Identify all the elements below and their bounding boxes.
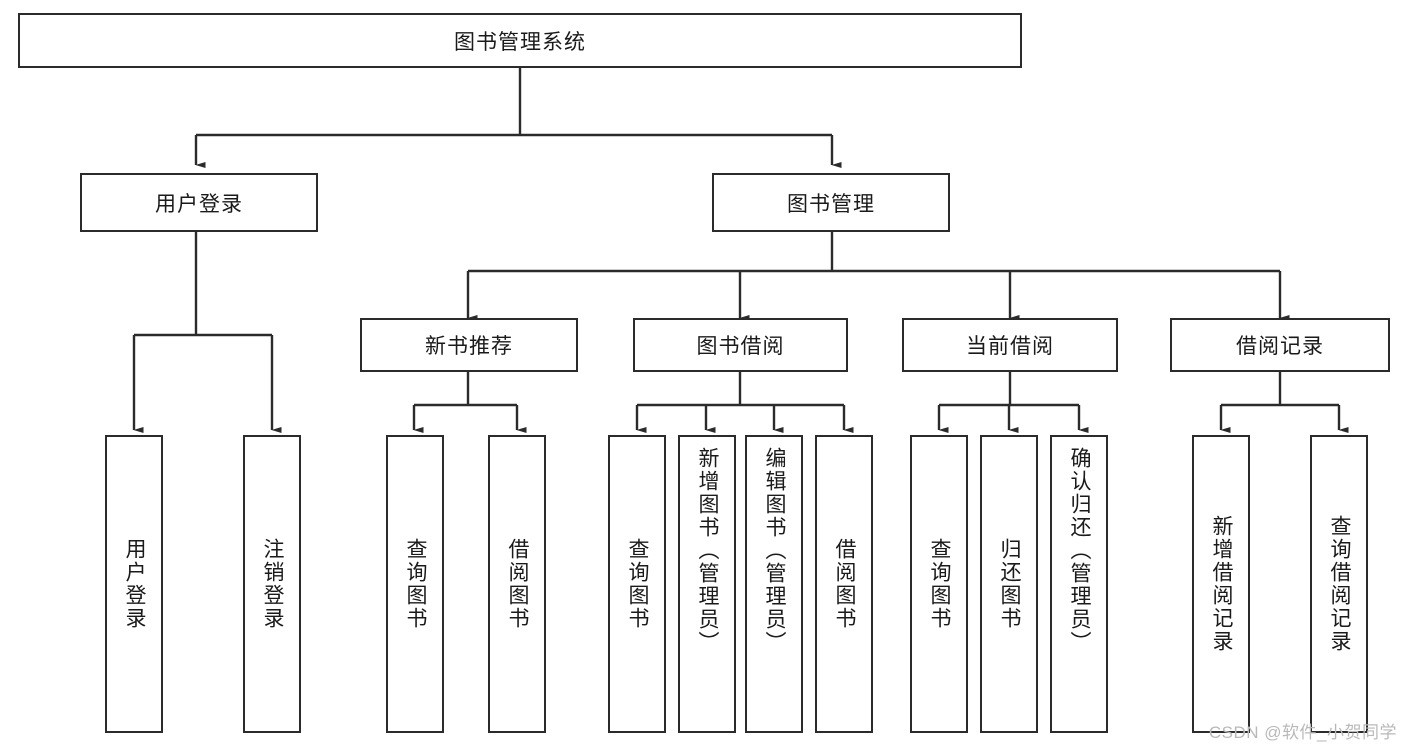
node-label: 新增借阅记录 bbox=[1210, 515, 1234, 653]
node-label: 当前借阅 bbox=[966, 335, 1054, 358]
leaf-query-book-current[interactable]: 查询图书 bbox=[910, 435, 968, 733]
node-label: 查询图书 bbox=[928, 538, 952, 630]
leaf-borrow-book-borrow[interactable]: 借阅图书 bbox=[815, 435, 873, 733]
node-new-book-recommend[interactable]: 新书推荐 bbox=[360, 318, 578, 372]
node-label: 借阅图书 bbox=[506, 538, 530, 630]
node-label: 查询借阅记录 bbox=[1328, 515, 1352, 653]
leaf-user-login[interactable]: 用户登录 bbox=[105, 435, 163, 733]
node-label: 图书管理 bbox=[787, 192, 875, 216]
watermark: CSDN @软件_小贺同学 bbox=[1208, 723, 1397, 742]
node-current-borrow[interactable]: 当前借阅 bbox=[902, 318, 1118, 372]
node-label: 归还图书 bbox=[998, 538, 1022, 630]
node-borrow-record[interactable]: 借阅记录 bbox=[1170, 318, 1390, 372]
node-label: 用户登录 bbox=[123, 538, 147, 630]
node-label: 借阅图书 bbox=[833, 538, 857, 630]
leaf-query-book-new-book[interactable]: 查询图书 bbox=[386, 435, 444, 733]
node-book-management[interactable]: 图书管理 bbox=[712, 173, 950, 232]
leaf-borrow-book-new-book[interactable]: 借阅图书 bbox=[488, 435, 546, 733]
leaf-add-book-admin[interactable]: 新增图书（管理员） bbox=[678, 435, 736, 733]
node-user-login[interactable]: 用户登录 bbox=[80, 173, 318, 232]
leaf-logout-login[interactable]: 注销登录 bbox=[243, 435, 301, 733]
node-label: 借阅记录 bbox=[1236, 335, 1324, 358]
node-book-borrow[interactable]: 图书借阅 bbox=[633, 318, 848, 372]
node-label: 确认归还（管理员） bbox=[1068, 447, 1092, 654]
node-label: 编辑图书（管理员） bbox=[763, 447, 787, 654]
leaf-confirm-return-admin[interactable]: 确认归还（管理员） bbox=[1050, 435, 1108, 733]
node-label: 用户登录 bbox=[155, 192, 243, 216]
node-label: 图书借阅 bbox=[696, 335, 785, 358]
leaf-return-book[interactable]: 归还图书 bbox=[980, 435, 1038, 733]
leaf-add-borrow-record[interactable]: 新增借阅记录 bbox=[1192, 435, 1250, 733]
leaf-query-borrow-record[interactable]: 查询借阅记录 bbox=[1310, 435, 1368, 733]
node-label: 查询图书 bbox=[404, 538, 428, 630]
node-book-management-system[interactable]: 图书管理系统 bbox=[18, 13, 1022, 68]
node-label: 新书推荐 bbox=[425, 335, 513, 358]
node-label: 注销登录 bbox=[261, 538, 285, 630]
leaf-query-book-borrow[interactable]: 查询图书 bbox=[608, 435, 666, 733]
node-label: 图书管理系统 bbox=[454, 30, 586, 54]
node-label: 新增图书（管理员） bbox=[696, 447, 720, 654]
node-label: 查询图书 bbox=[626, 538, 650, 630]
leaf-edit-book-admin[interactable]: 编辑图书（管理员） bbox=[745, 435, 803, 733]
